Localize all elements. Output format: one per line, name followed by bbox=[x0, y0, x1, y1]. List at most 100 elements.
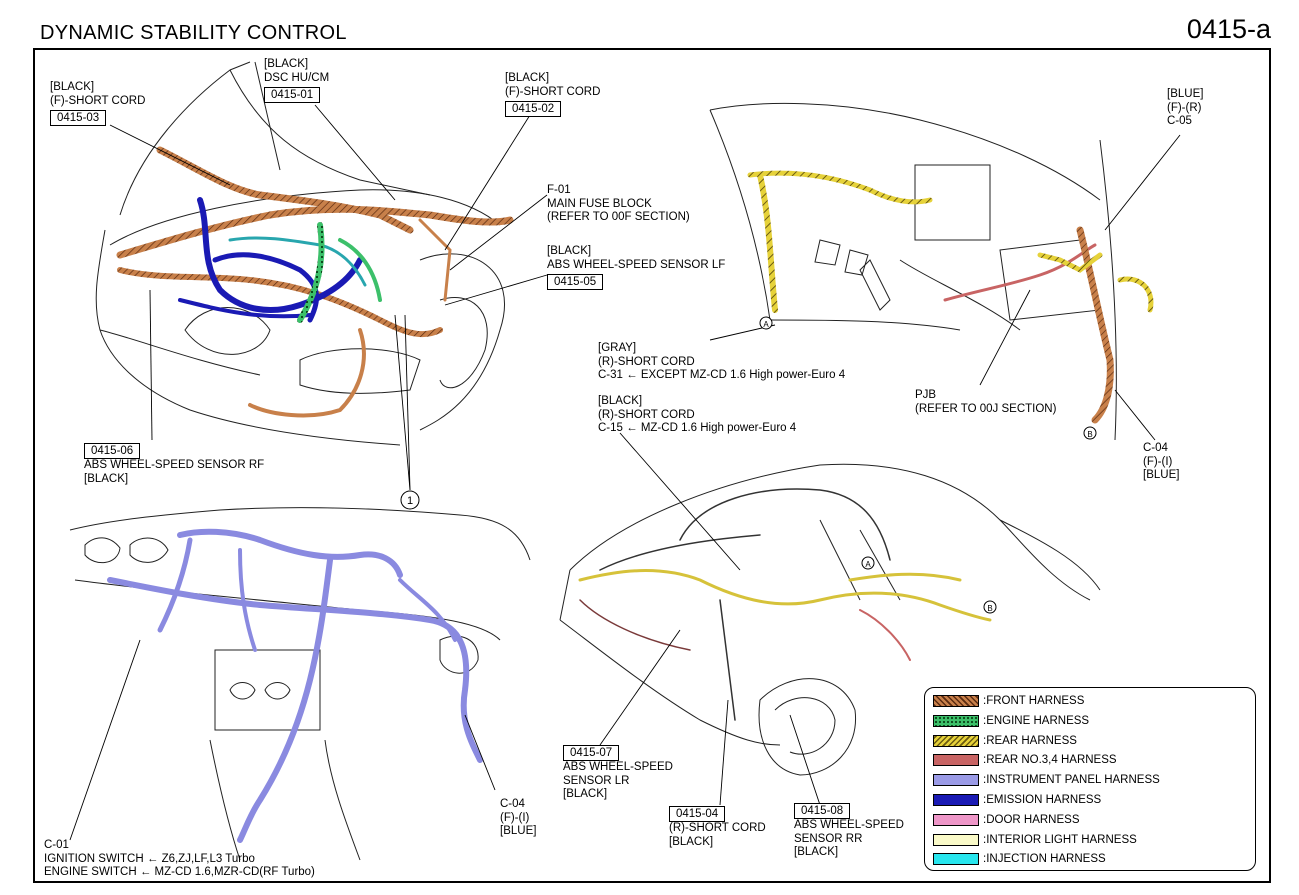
label-color: [BLACK] bbox=[563, 788, 608, 800]
legend-label: :EMISSION HARNESS bbox=[983, 794, 1102, 806]
label-code-row: C-31 ← EXCEPT MZ-CD 1.6 High power-Euro … bbox=[598, 369, 846, 381]
label-name: (F)-SHORT CORD bbox=[505, 85, 601, 98]
label-0415-01: [BLACK] DSC HU/CM 0415-01 bbox=[264, 58, 329, 103]
diagram-frame bbox=[33, 48, 1271, 883]
label-code[interactable]: C-05 bbox=[1167, 115, 1192, 127]
ref-marker-1 bbox=[400, 490, 420, 510]
legend-label: :REAR HARNESS bbox=[983, 734, 1077, 747]
label-0415-08: 0415-08 ABS WHEEL-SPEED SENSOR RR [BLACK… bbox=[794, 801, 904, 860]
connector-code-0415-02[interactable]: 0415-02 bbox=[505, 101, 562, 117]
legend-swatch bbox=[933, 695, 979, 707]
label-color: [GRAY] bbox=[598, 342, 637, 354]
marker-a-text-2: A bbox=[865, 560, 871, 569]
label-ref: (REFER TO 00F SECTION) bbox=[547, 211, 690, 223]
label-code[interactable]: C-15 bbox=[598, 422, 623, 434]
label-name: ABS WHEEL-SPEED bbox=[794, 819, 904, 831]
label-code[interactable]: C-01 bbox=[44, 839, 69, 851]
legend-label: :DOOR HARNESS bbox=[983, 813, 1080, 826]
reference-markers bbox=[400, 316, 1097, 614]
label-0415-05: [BLACK] ABS WHEEL-SPEED SENSOR LF 0415-0… bbox=[547, 245, 725, 290]
label-name: PJB bbox=[915, 389, 937, 401]
connector-code-0415-05[interactable]: 0415-05 bbox=[547, 274, 604, 290]
legend-swatch bbox=[933, 833, 979, 846]
legend-swatch bbox=[933, 853, 979, 866]
legend-label: :INJECTION HARNESS bbox=[983, 853, 1106, 866]
engine-harness-bundles bbox=[116, 146, 514, 418]
ref-marker-b-bottom bbox=[983, 600, 997, 614]
harness-legend: :FRONT HARNESS :ENGINE HARNESS :REAR HARNE… bbox=[924, 687, 1256, 871]
label-name: (R)-SHORT CORD bbox=[598, 408, 695, 421]
label-name-2: SENSOR LR bbox=[563, 774, 630, 787]
label-c04-right: C-04 (F)-(I) [BLUE] bbox=[1143, 442, 1179, 483]
ref-marker-1-text: 1 bbox=[407, 495, 413, 507]
legend-label: :FRONT HARNESS bbox=[983, 695, 1085, 707]
label-color: [BLUE] bbox=[1143, 469, 1180, 481]
ref-marker-a-top bbox=[759, 316, 773, 330]
connector-code-0415-03[interactable]: 0415-03 bbox=[50, 110, 107, 126]
label-color: [BLACK] bbox=[264, 58, 309, 70]
label-note: MZ-CD 1.6 High power-Euro 4 bbox=[640, 422, 797, 434]
label-name: (R)-SHORT CORD bbox=[669, 822, 766, 834]
label-row-2: ENGINE SWITCH ← MZ-CD 1.6,MZR-CD(RF Turb… bbox=[44, 866, 315, 878]
connector-code-0415-08[interactable]: 0415-08 bbox=[794, 803, 851, 819]
marker-b-text: B bbox=[1087, 430, 1092, 439]
label-code[interactable]: C-31 bbox=[598, 369, 623, 381]
label-name: ABS WHEEL-SPEED SENSOR RF bbox=[84, 459, 265, 471]
instrument-panel-harness bbox=[107, 528, 483, 843]
label-0415-04: 0415-04 (R)-SHORT CORD [BLACK] bbox=[669, 804, 766, 849]
label-c15: [BLACK] (R)-SHORT CORD C-15 ← MZ-CD 1.6 … bbox=[598, 395, 796, 436]
connector-code-0415-07[interactable]: 0415-07 bbox=[563, 745, 620, 761]
label-c05: [BLUE] (F)-(R) C-05 bbox=[1167, 88, 1203, 129]
marker-a-text: A bbox=[763, 320, 769, 329]
label-name: (F)-SHORT CORD bbox=[50, 94, 146, 107]
page-title: DYNAMIC STABILITY CONTROL bbox=[40, 22, 347, 44]
connector-code-0415-06[interactable]: 0415-06 bbox=[84, 443, 141, 459]
label-name: ABS WHEEL-SPEED bbox=[563, 761, 673, 773]
legend-label: :REAR NO.3,4 HARNESS bbox=[983, 754, 1117, 767]
label-0415-03: [BLACK] (F)-SHORT CORD 0415-03 bbox=[50, 81, 145, 126]
label-code[interactable]: C-04 bbox=[500, 798, 525, 810]
page-code: 0415-a bbox=[1186, 14, 1271, 44]
label-name: DSC HU/CM bbox=[264, 71, 330, 84]
legend-label: :INTERIOR LIGHT HARNESS bbox=[983, 833, 1137, 846]
label-color: [BLACK] bbox=[669, 835, 714, 848]
label-color: [BLACK] bbox=[505, 72, 550, 84]
label-c31: [GRAY] (R)-SHORT CORD C-31 ← EXCEPT MZ-C… bbox=[598, 342, 845, 383]
label-name: (R)-SHORT CORD bbox=[598, 355, 695, 368]
label-color: [BLACK] bbox=[84, 472, 129, 485]
dashboard-view bbox=[69, 507, 531, 861]
label-code: F-01 bbox=[547, 184, 571, 196]
label-code-row: C-15 ← MZ-CD 1.6 High power-Euro 4 bbox=[598, 422, 797, 434]
legend-label: :ENGINE HARNESS bbox=[983, 714, 1090, 727]
label-note: EXCEPT MZ-CD 1.6 High power-Euro 4 bbox=[640, 369, 846, 381]
marker-b-text-2: B bbox=[987, 604, 992, 613]
leader-lines bbox=[69, 104, 1181, 841]
rear-cabin-view bbox=[709, 102, 1117, 441]
label-code[interactable]: C-04 bbox=[1143, 442, 1168, 454]
label-color: [BLACK] bbox=[598, 395, 643, 407]
label-0415-07: 0415-07 ABS WHEEL-SPEED SENSOR LR [BLACK… bbox=[563, 743, 673, 802]
label-color: [BLACK] bbox=[50, 81, 95, 93]
label-c01: C-01 IGNITION SWITCH ← Z6,ZJ,LF,L3 Turbo… bbox=[44, 839, 315, 880]
label-f01: F-01 MAIN FUSE BLOCK (REFER TO 00F SECTI… bbox=[547, 184, 690, 225]
rear-harness-bundles bbox=[747, 170, 1154, 424]
label-note: Z6,ZJ,LF,L3 Turbo bbox=[161, 852, 255, 865]
connector-code-0415-04[interactable]: 0415-04 bbox=[669, 806, 726, 822]
label-name: IGNITION SWITCH bbox=[44, 852, 144, 865]
label-name: MAIN FUSE BLOCK bbox=[547, 197, 652, 210]
label-row-1: IGNITION SWITCH ← Z6,ZJ,LF,L3 Turbo bbox=[44, 852, 255, 865]
label-c04-bottom: C-04 (F)-(I) [BLUE] bbox=[500, 798, 536, 839]
label-name-2: SENSOR RR bbox=[794, 832, 863, 845]
rear-car-view bbox=[559, 463, 1101, 776]
label-name: ENGINE SWITCH bbox=[44, 866, 137, 878]
label-name: (F)-(I) bbox=[1143, 455, 1173, 468]
legend-label: :INSTRUMENT PANEL HARNESS bbox=[983, 774, 1160, 787]
label-ref: (REFER TO 00J SECTION) bbox=[915, 402, 1057, 415]
label-color: [BLUE] bbox=[1167, 88, 1204, 100]
ref-marker-a-bottom bbox=[861, 556, 875, 570]
rear-car-harness bbox=[578, 488, 992, 721]
connector-code-0415-01[interactable]: 0415-01 bbox=[264, 87, 321, 103]
label-note: MZ-CD 1.6,MZR-CD(RF Turbo) bbox=[154, 866, 315, 878]
legend-swatch bbox=[933, 774, 979, 787]
